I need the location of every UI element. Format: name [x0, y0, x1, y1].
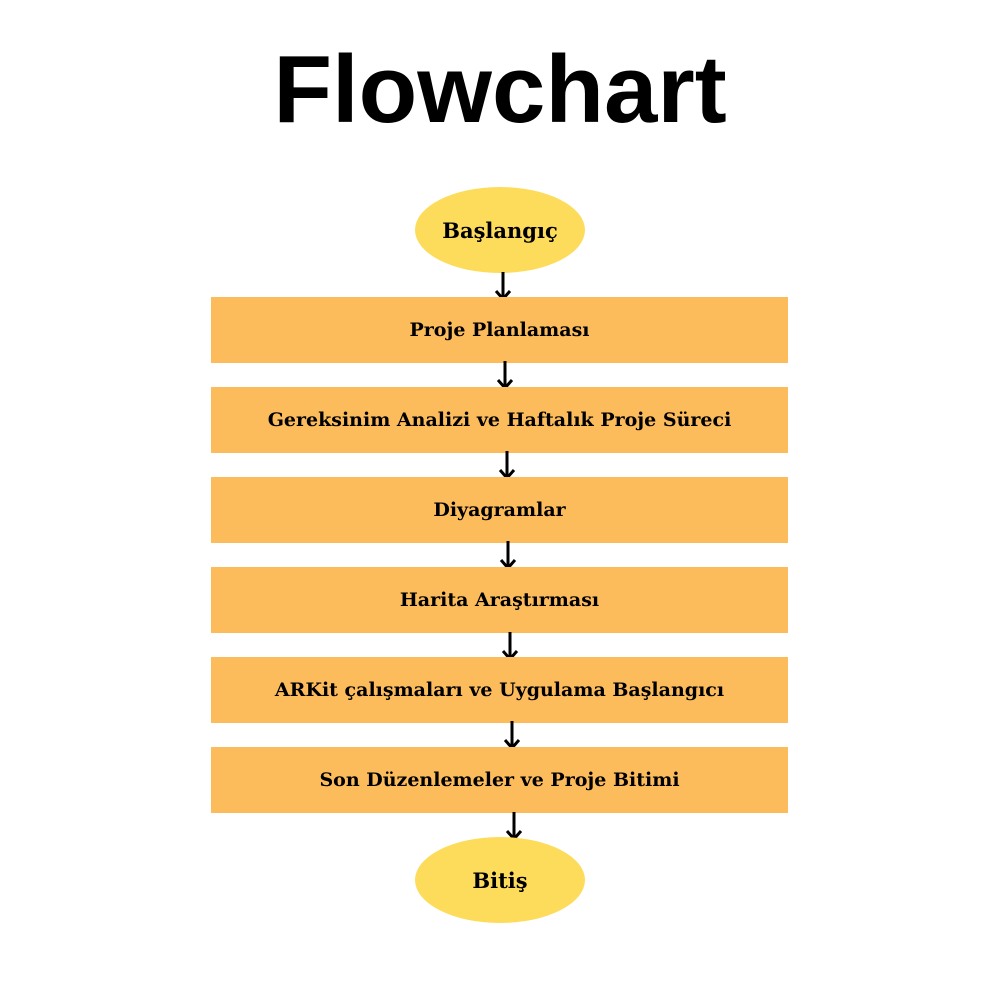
step-diyagramlar: Diyagramlar	[211, 477, 788, 543]
step-arkit-calismalari: ARKit çalışmaları ve Uygulama Başlangıcı	[211, 657, 788, 723]
step-son-duzenlemeler: Son Düzenlemeler ve Proje Bitimi	[211, 747, 788, 813]
step-harita-arastirmasi: Harita Araştırması	[211, 567, 788, 633]
step-proje-planlamasi: Proje Planlaması	[211, 297, 788, 363]
flowchart-title: Flowchart	[273, 36, 727, 143]
start-node: Başlangıç	[415, 187, 585, 273]
end-node: Bitiş	[415, 837, 585, 923]
step-gereksinim-analizi: Gereksinim Analizi ve Haftalık Proje Sür…	[211, 387, 788, 453]
